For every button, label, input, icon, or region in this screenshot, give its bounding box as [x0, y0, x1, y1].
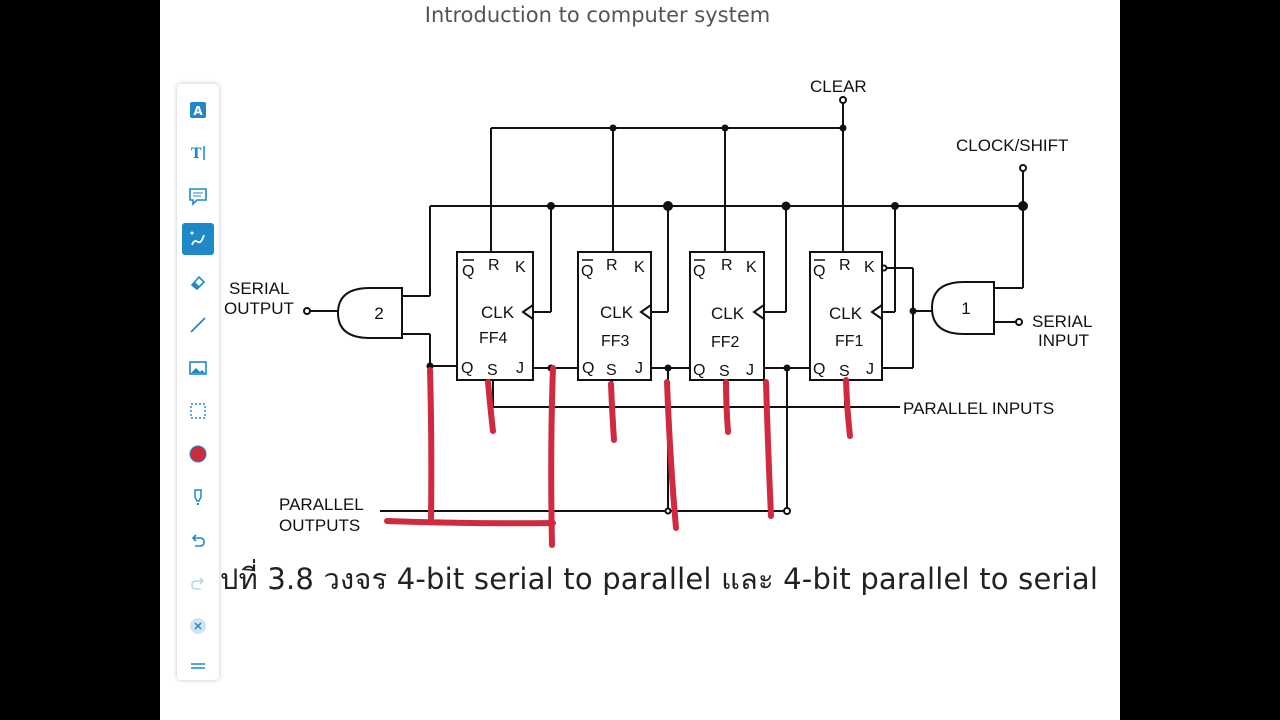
ff2-name: FF2 [711, 334, 740, 351]
svg-text:A: A [193, 104, 203, 118]
ff1-qbar-label: Q [813, 263, 825, 280]
ff2-s-label: S [719, 363, 730, 380]
ff4-clk-label: CLK [481, 303, 515, 322]
gate-2-label: 2 [374, 304, 383, 323]
text-icon: T [191, 146, 205, 162]
ff2-r-label: R [721, 257, 733, 274]
pen-icon [190, 231, 205, 246]
ff3-pins: Q R K CLK FF3 Q S J [581, 257, 645, 379]
line-tool[interactable] [182, 309, 214, 341]
ff3-s-label: S [606, 362, 617, 379]
ff2-pins: Q R K CLK FF2 Q S J [693, 257, 757, 380]
page-title: Introduction to computer system [424, 3, 771, 27]
and-gate-1 [930, 281, 995, 335]
color-picker[interactable] [182, 438, 214, 470]
ff1-s-label: S [839, 363, 850, 380]
eraser-icon [190, 275, 206, 291]
ff1-q-label: Q [813, 361, 825, 378]
ff1-k-label: K [864, 259, 875, 276]
figure-caption: ปที่ 3.8 วงจร 4-bit serial to parallel แ… [220, 562, 1099, 596]
image-icon [189, 361, 207, 375]
color-swatch-icon [189, 445, 207, 463]
ff2-clk-label: CLK [711, 304, 745, 323]
ff2-k-label: K [746, 259, 757, 276]
ff4-j-label: J [516, 360, 524, 377]
ff1-r-label: R [839, 257, 851, 274]
ff3-k-label: K [634, 259, 645, 276]
serial-output-label-1: SERIAL [229, 279, 289, 298]
ff2-q-label: Q [693, 362, 705, 379]
ff2-qbar-label: Q [693, 263, 705, 280]
circuit-wires [310, 100, 1024, 512]
ff2-j-label: J [746, 362, 754, 379]
pen-tool[interactable] [182, 223, 214, 255]
ff4-name: FF4 [479, 330, 508, 347]
image-tool[interactable] [182, 352, 214, 384]
serial-input-label-2: INPUT [1038, 331, 1089, 350]
highlighter-icon [194, 489, 202, 505]
selection-icon [190, 403, 206, 419]
flip-flop-boxes [456, 251, 883, 381]
parallel-outputs-label-1: PARALLEL [279, 495, 364, 514]
ff4-qbar-label: Q [462, 263, 474, 280]
close-icon [190, 618, 206, 634]
clock-triangles [521, 304, 883, 320]
selection-tool[interactable] [182, 395, 214, 427]
pen-annotations [384, 365, 853, 548]
ff3-j-label: J [635, 360, 643, 377]
clear-label: CLEAR [810, 77, 867, 96]
parallel-outputs-label-2: OUTPUTS [279, 516, 360, 535]
ff4-s-label: S [487, 362, 498, 379]
parallel-inputs-label: PARALLEL INPUTS [903, 399, 1054, 418]
text-tool[interactable]: T [182, 137, 214, 169]
clear-button[interactable] [182, 610, 214, 642]
ff1-clk-label: CLK [829, 304, 863, 323]
toolbar-menu-button[interactable] [182, 650, 214, 682]
text-box-icon: A [190, 102, 206, 118]
ff3-clk-label: CLK [600, 303, 634, 322]
eraser-tool[interactable] [182, 266, 214, 298]
serial-output-label-2: OUTPUT [224, 299, 294, 318]
gate-1-label: 1 [961, 299, 970, 318]
ff4-pins: Q R K CLK FF4 Q S J [461, 257, 526, 379]
clock-shift-label: CLOCK/SHIFT [956, 136, 1068, 155]
and-gate-2 [336, 287, 403, 339]
terminal-circles [303, 96, 1027, 515]
text-box-tool[interactable]: A [182, 94, 214, 126]
line-icon [190, 317, 206, 333]
ff3-q-label: Q [582, 360, 594, 377]
comment-icon [189, 188, 207, 206]
serial-input-label-1: SERIAL [1032, 312, 1092, 331]
ff1-pins: Q R K CLK FF1 Q S J [813, 257, 875, 380]
undo-icon [191, 534, 205, 547]
ff1-name: FF1 [835, 333, 864, 350]
ff3-name: FF3 [601, 333, 630, 350]
redo-button[interactable] [182, 567, 214, 599]
menu-icon [191, 663, 205, 669]
comment-tool[interactable] [182, 180, 214, 212]
undo-button[interactable] [182, 524, 214, 556]
svg-text:T: T [191, 146, 202, 162]
ff4-r-label: R [488, 257, 500, 274]
ff3-qbar-label: Q [581, 263, 593, 280]
annotation-toolbar: A T [177, 84, 219, 680]
ff3-r-label: R [606, 257, 618, 274]
ff1-j-label: J [866, 361, 874, 378]
ff4-k-label: K [515, 259, 526, 276]
highlighter-tool[interactable] [182, 481, 214, 513]
redo-icon [191, 577, 205, 590]
ff4-q-label: Q [461, 360, 473, 377]
